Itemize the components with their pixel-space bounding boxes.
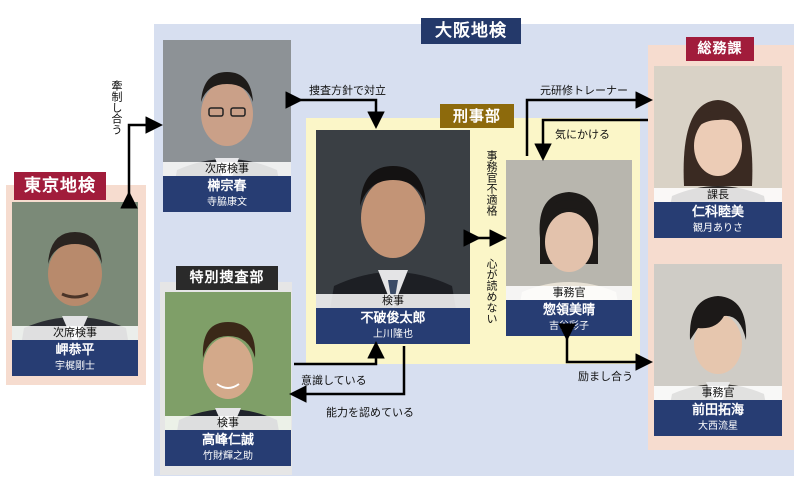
sakaki-role: 次席検事 — [163, 162, 291, 176]
rel-kenshu: 元研修トレーナー — [540, 84, 628, 97]
sorya-name-bar: 惣領美晴 吉谷彩子 — [506, 300, 632, 336]
misaki-name-bar: 岬恭平 宇梶剛士 — [12, 340, 138, 376]
misaki-actor: 宇梶剛士 — [55, 361, 95, 372]
misaki-role: 次席検事 — [12, 326, 138, 340]
takamine-role: 検事 — [165, 416, 291, 430]
fuwa-role: 検事 — [316, 294, 470, 308]
tokubetsu-label: 特別捜査部 — [176, 266, 278, 290]
soumu-label: 総務課 — [686, 37, 754, 61]
keiji-label: 刑事部 — [440, 104, 514, 128]
misaki-name: 岬恭平 — [55, 343, 95, 358]
osaka-label: 大阪地検 — [421, 18, 521, 44]
fuwa-name-bar: 不破俊太郎 上川隆也 — [316, 308, 470, 344]
sorya-actor: 吉谷彩子 — [549, 321, 589, 332]
maeda-actor: 大西流星 — [698, 421, 738, 432]
nishina-actor: 観月ありさ — [693, 223, 743, 234]
rel-kinikakeru: 気にかける — [555, 128, 610, 141]
takamine-name-bar: 高峰仁誠 竹財輝之助 — [165, 430, 291, 466]
person-card-sakaki[interactable]: 次席検事 榊宗春 寺脇康文 — [163, 40, 291, 212]
fuwa-name: 不破俊太郎 — [360, 311, 426, 326]
maeda-name: 前田拓海 — [691, 403, 744, 418]
nishina-name: 仁科睦美 — [691, 205, 744, 220]
person-card-maeda[interactable]: 事務官 前田拓海 大西流星 — [654, 264, 782, 436]
sorya-name: 惣領美晴 — [542, 303, 595, 318]
person-card-sorya[interactable]: 事務官 惣領美晴 吉谷彩子 — [506, 160, 632, 336]
maeda-role: 事務官 — [654, 386, 782, 400]
rel-kokoro: 心が読めない — [485, 258, 498, 324]
sakaki-name: 榊宗春 — [207, 179, 247, 194]
person-card-fuwa[interactable]: 検事 不破俊太郎 上川隆也 — [316, 130, 470, 344]
rel-hagemashi: 励まし合う — [578, 370, 633, 383]
person-card-misaki[interactable]: 次席検事 岬恭平 宇梶剛士 — [12, 202, 138, 376]
maeda-name-bar: 前田拓海 大西流星 — [654, 400, 782, 436]
rel-sousahoushin: 捜査方針で対立 — [309, 84, 386, 97]
rel-ishiki: 意識している — [301, 374, 367, 387]
rel-futekikaku: 事務官不適格 — [485, 150, 498, 216]
tokyo-label: 東京地検 — [14, 172, 106, 200]
sakaki-name-bar: 榊宗春 寺脇康文 — [163, 176, 291, 212]
person-card-takamine[interactable]: 検事 高峰仁誠 竹財輝之助 — [165, 292, 291, 466]
nishina-role: 課長 — [654, 188, 782, 202]
takamine-actor: 竹財輝之助 — [203, 451, 253, 462]
sakaki-actor: 寺脇康文 — [207, 197, 247, 208]
nishina-name-bar: 仁科睦美 観月ありさ — [654, 202, 782, 238]
takamine-name: 高峰仁誠 — [201, 433, 254, 448]
fuwa-actor: 上川隆也 — [373, 329, 413, 340]
person-card-nishina[interactable]: 課長 仁科睦美 観月ありさ — [654, 66, 782, 238]
rel-nouryoku: 能力を認めている — [326, 406, 414, 419]
rel-kensei: 牽制し合う — [110, 80, 123, 135]
sorya-role: 事務官 — [506, 286, 632, 300]
